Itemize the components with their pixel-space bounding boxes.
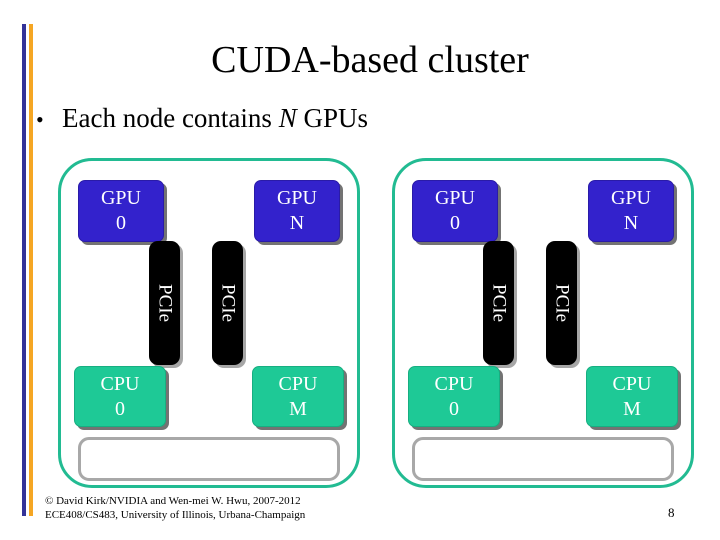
gpu-block-0-index: 0 <box>450 212 460 234</box>
bullet-text-before: Each node contains <box>62 103 279 133</box>
bullet-text-after: GPUs <box>296 103 368 133</box>
pcie-link-n-label: PCIe <box>551 284 572 322</box>
gpu-block-n-index: N <box>623 212 639 234</box>
pcie-link-0: PCIe <box>149 241 180 365</box>
gpu-block-n: GPU N <box>254 180 340 242</box>
node-interconnect-bus <box>78 437 340 481</box>
gpu-block-n: GPU N <box>588 180 674 242</box>
pcie-link-n-label: PCIe <box>217 284 238 322</box>
gpu-block-n-name: GPU <box>276 187 317 209</box>
gpu-block-0-name: GPU <box>100 187 141 209</box>
cpu-block-0-name: CPU <box>100 372 140 395</box>
page-title: CUDA-based cluster <box>211 39 529 81</box>
bullet-glyph-icon: • <box>36 107 44 132</box>
gpu-block-n-name: GPU <box>610 187 651 209</box>
footer-credit-line1: © David Kirk/NVIDIA and Wen-mei W. Hwu, … <box>45 495 301 507</box>
gpu-block-0: GPU 0 <box>78 180 164 242</box>
footer-credit: © David Kirk/NVIDIA and Wen-mei W. Hwu, … <box>45 494 305 522</box>
cpu-block-m-name: CPU <box>278 372 318 395</box>
sidebar-rule-orange <box>29 24 33 516</box>
bullet-text: Each node contains N GPUs <box>62 101 368 135</box>
gpu-block-0-name: GPU <box>434 187 475 209</box>
gpu-block-n-index: N <box>289 212 305 234</box>
node-interconnect-bus <box>412 437 674 481</box>
cpu-block-0-name: CPU <box>434 372 474 395</box>
pcie-link-0-label: PCIe <box>488 284 509 322</box>
cpu-block-m-index: M <box>623 397 641 420</box>
sidebar-rule-blue <box>22 24 26 516</box>
cluster-node-left: GPU 0 GPU N PCIe PCIe CPU 0 CPU M <box>58 158 360 488</box>
gpu-block-0-index: 0 <box>116 212 126 234</box>
cluster-node-right: GPU 0 GPU N PCIe PCIe CPU 0 CPU M <box>392 158 694 488</box>
pcie-link-0-label: PCIe <box>154 284 175 322</box>
footer-credit-line2: ECE408/CS483, University of Illinois, Ur… <box>45 509 306 521</box>
cpu-block-m-index: M <box>289 397 307 420</box>
cpu-block-0: CPU 0 <box>74 366 166 427</box>
bullet-item: • Each node contains N GPUs <box>36 101 368 137</box>
cpu-block-m-name: CPU <box>612 372 652 395</box>
page-number: 8 <box>668 505 675 520</box>
pcie-link-n: PCIe <box>546 241 577 365</box>
bullet-text-emphasis: N <box>278 103 297 133</box>
cpu-block-0: CPU 0 <box>408 366 500 427</box>
cpu-block-m: CPU M <box>586 366 678 427</box>
cpu-block-0-index: 0 <box>449 397 459 420</box>
pcie-link-n: PCIe <box>212 241 243 365</box>
pcie-link-0: PCIe <box>483 241 514 365</box>
gpu-block-0: GPU 0 <box>412 180 498 242</box>
cpu-block-0-index: 0 <box>115 397 125 420</box>
cpu-block-m: CPU M <box>252 366 344 427</box>
